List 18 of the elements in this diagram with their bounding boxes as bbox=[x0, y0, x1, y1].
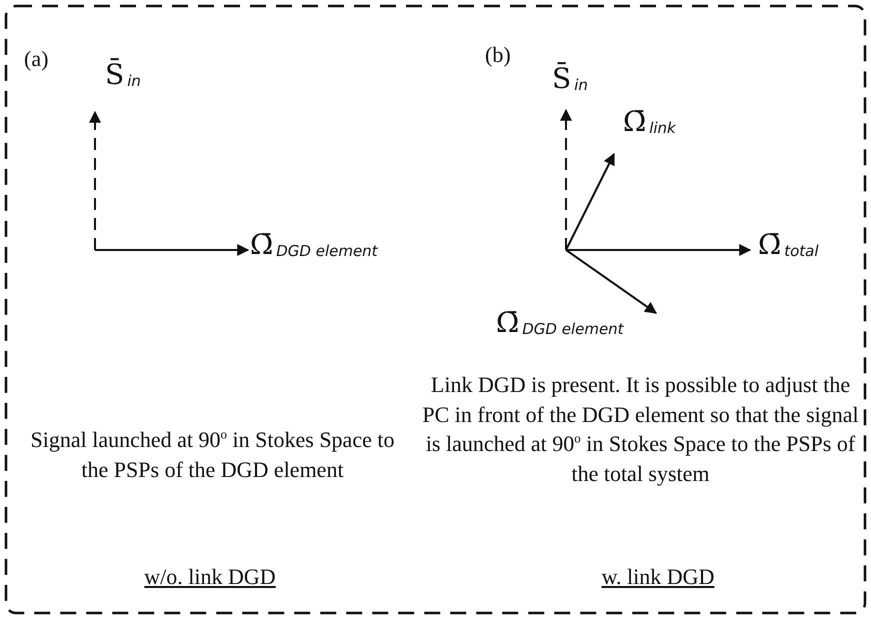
vector-arrow bbox=[89, 110, 101, 250]
vector-arrow bbox=[565, 249, 657, 314]
vector-label: Ω̄$_{DGD element}$ bbox=[496, 306, 656, 350]
vector-label: Ω̄$_{total}$ bbox=[758, 228, 819, 262]
vector-label: Ω̄$_{link}$ bbox=[623, 105, 676, 139]
description-text: Signal launched at 90$^{o}$ in Stokes Space to the PSPs of the DGD element bbox=[30, 426, 396, 484]
vector-arrow bbox=[560, 108, 572, 250]
vector-arrow bbox=[95, 244, 250, 256]
description-text: Link DGD is present. It is possible to adjust the PC in front of the DGD element so that the signal is launched at 90$^{o}$ in Stokes Space to the PSPs of the total system bbox=[421, 371, 860, 488]
vector-label: S̄$_{in}$ bbox=[552, 62, 588, 96]
vector-arrow bbox=[565, 152, 615, 250]
vector-arrow bbox=[566, 244, 752, 256]
panel-label: (a) bbox=[24, 45, 48, 73]
vector-label: S̄$_{in}$ bbox=[105, 58, 141, 92]
vector-label: Ω̄$_{DGD element}$ bbox=[250, 228, 378, 262]
panel-label: (b) bbox=[485, 41, 511, 69]
panel-caption: w. link DGD bbox=[600, 563, 716, 591]
panel-caption: w/o. link DGD bbox=[143, 563, 277, 591]
